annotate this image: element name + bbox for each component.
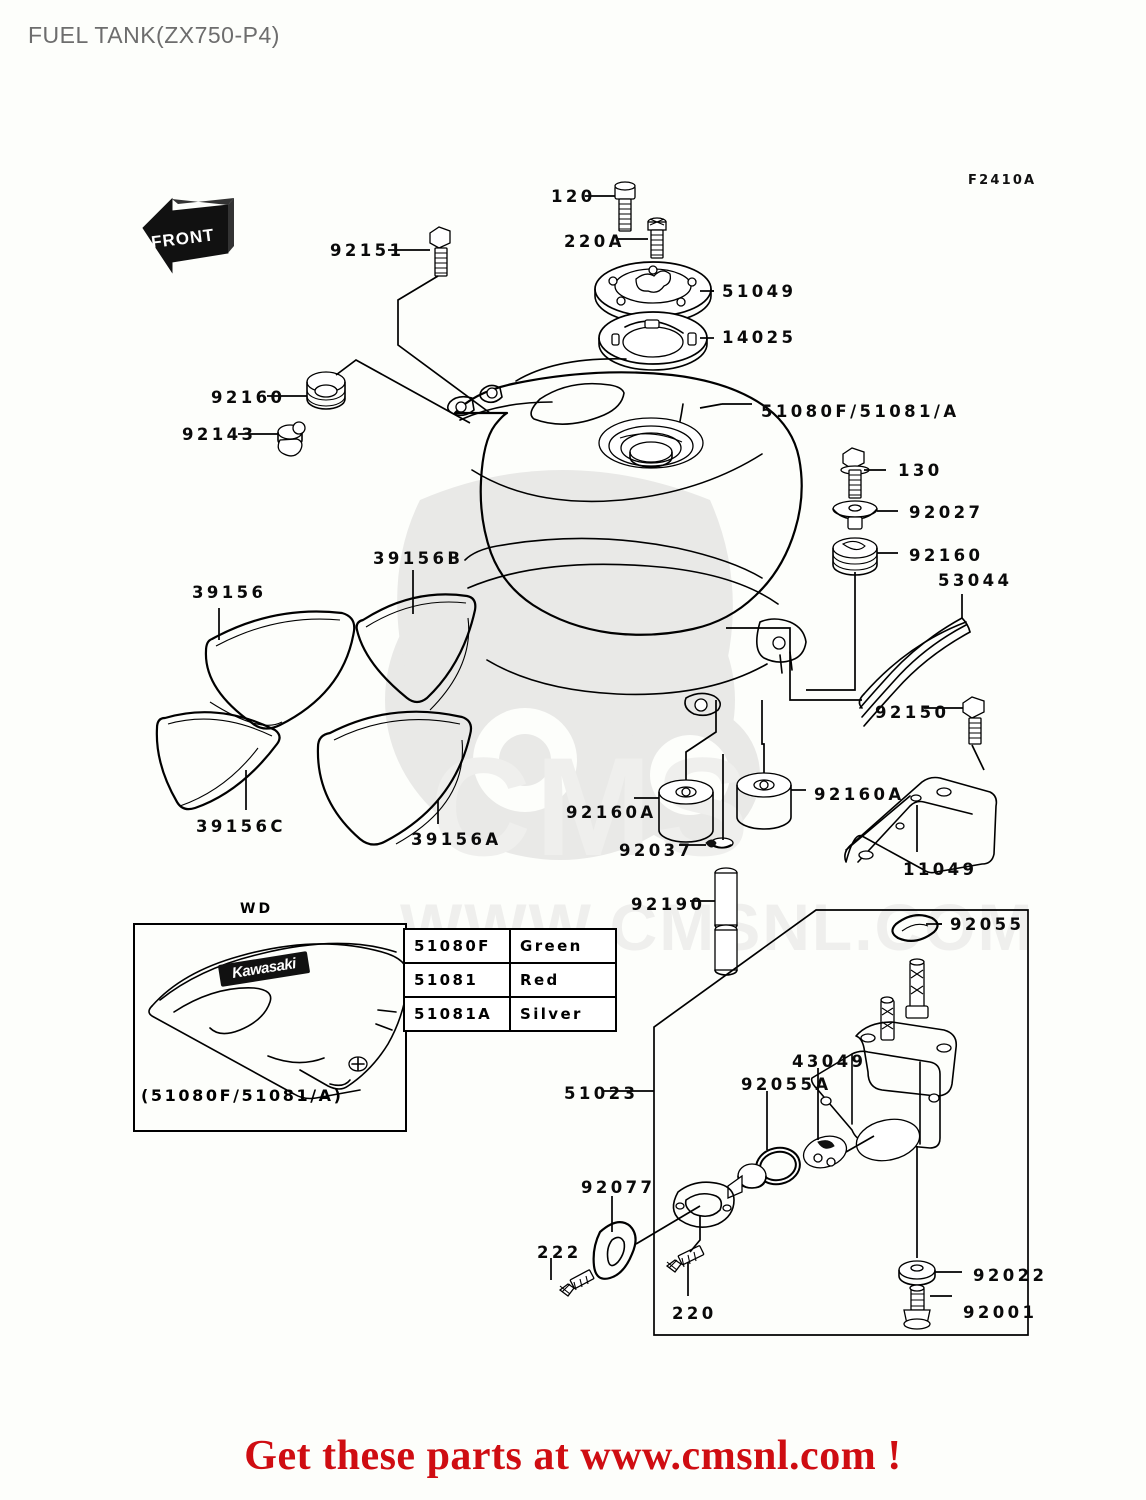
- callout-14025: 14025: [722, 328, 797, 347]
- callout-220: 220: [672, 1304, 717, 1323]
- callout-220A: 220A: [564, 232, 625, 251]
- front-arrow-icon: [136, 196, 228, 270]
- part-220A-screw: [616, 217, 667, 259]
- part-92001-bolt: [903, 1284, 952, 1330]
- part-39156A-pad: [316, 710, 473, 846]
- part-valve-plug: [727, 1163, 767, 1199]
- callout-92055: 92055: [950, 915, 1025, 934]
- part-92160-damper-left: [267, 358, 471, 424]
- callout-92037: 92037: [619, 841, 694, 860]
- callout-130: 130: [898, 461, 943, 480]
- callout-51023: 51023: [564, 1084, 639, 1103]
- callout-92160-right: 92160: [909, 546, 984, 565]
- part-51080F-fuel-tank: [446, 358, 807, 717]
- callout-53044: 53044: [938, 571, 1013, 590]
- part-92077-lever: [592, 1181, 735, 1280]
- part-53044-trim-seal: [726, 594, 971, 727]
- part-220-screw: [665, 1216, 705, 1296]
- front-arrow-icon: FRONT: [142, 197, 234, 274]
- color-code-cell: 51081: [403, 962, 511, 998]
- part-92151-bolt: [388, 226, 491, 414]
- part-39156B-pad: [355, 570, 477, 711]
- callout-92160A-right: 92160A: [814, 785, 905, 804]
- color-name-cell: Red: [509, 962, 617, 998]
- callout-92077: 92077: [581, 1178, 656, 1197]
- color-name-cell: Silver: [509, 996, 617, 1032]
- part-11049-bracket: [844, 776, 998, 874]
- part-92143-collar: [238, 421, 306, 457]
- footer-cta: Get these parts at www.cmsnl.com !: [244, 1433, 902, 1479]
- callout-92150: 92150: [875, 703, 950, 722]
- part-120-bolt: [585, 181, 636, 232]
- wd-subcaption: (51080F/51081/A): [141, 1086, 344, 1105]
- color-code-cell: 51081A: [403, 996, 511, 1032]
- callout-92027: 92027: [909, 503, 984, 522]
- callout-11049: 11049: [903, 860, 978, 879]
- callout-39156A: 39156A: [411, 830, 502, 849]
- callout-51080F-51081-A: 51080F/51081/A: [761, 402, 960, 421]
- wd-caption: WD: [240, 901, 274, 917]
- part-14025-cap-base: [598, 311, 714, 371]
- part-92160-damper-right: [806, 537, 898, 691]
- table-row: 51080F Green: [403, 928, 617, 964]
- callout-92143: 92143: [182, 425, 257, 444]
- callout-222: 222: [537, 1243, 582, 1262]
- part-39156-pad: [204, 608, 356, 730]
- part-92160A-damper-left: [634, 700, 717, 843]
- callout-92001: 92001: [963, 1303, 1038, 1322]
- callout-51049: 51049: [722, 282, 797, 301]
- svg-text:CMS: CMS: [430, 728, 753, 885]
- color-name-cell: Green: [509, 928, 617, 964]
- part-51049-fuel-cap: [594, 261, 714, 324]
- part-92037-clip: [679, 754, 734, 849]
- part-92022-washer: [898, 1146, 962, 1286]
- callout-92055A: 92055A: [741, 1075, 832, 1094]
- page-title: FUEL TANK(ZX750-P4): [28, 22, 280, 48]
- table-row: 51081 Red: [403, 962, 617, 998]
- part-39156C-pad: [155, 711, 281, 811]
- callout-120: 120: [551, 187, 596, 206]
- color-code-cell: 51080F: [403, 928, 511, 964]
- part-92160A-damper-right: [736, 700, 806, 830]
- callout-92190: 92190: [631, 895, 706, 914]
- part-222-screw: [550, 1258, 595, 1297]
- callout-39156: 39156: [192, 583, 267, 602]
- callout-92022: 92022: [973, 1266, 1048, 1285]
- part-92055-gasket: [891, 913, 942, 943]
- part-92150-bolt: [924, 696, 985, 771]
- part-51023-fuel-valve: [602, 909, 1029, 1336]
- part-43049-gasket-plate: [802, 1068, 875, 1169]
- callout-39156B: 39156B: [373, 549, 464, 568]
- part-130-bolt: [840, 447, 886, 499]
- color-code-table: 51080F Green 51081 Red 51081A Silver: [403, 928, 617, 1032]
- callout-92151: 92151: [330, 241, 405, 260]
- callout-43049: 43049: [792, 1052, 867, 1071]
- callout-92160-left: 92160: [211, 388, 286, 407]
- diagram-code: F2410A: [968, 173, 1037, 188]
- callout-92160A-left: 92160A: [566, 803, 657, 822]
- table-row: 51081A Silver: [403, 996, 617, 1032]
- callout-39156C: 39156C: [196, 817, 286, 836]
- part-92027-collar: [832, 500, 898, 530]
